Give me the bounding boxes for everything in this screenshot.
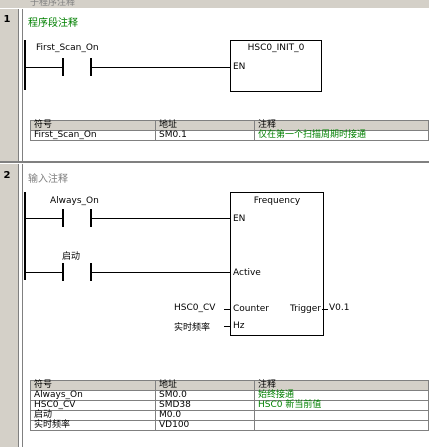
table-row-empty	[31, 141, 429, 151]
network2-trigger-wire	[322, 309, 328, 310]
network2-pin-active: Active	[233, 268, 261, 278]
network2-box-title: Frequency	[253, 196, 301, 206]
network2-rung1-wire-left	[26, 218, 62, 219]
table-row[interactable]: 实时频率 VD100	[30, 420, 429, 431]
network2-rung1-wire-right	[92, 218, 230, 219]
network2-pin-en: EN	[233, 214, 246, 224]
network1-box-title: HSC0_INIT_0	[247, 43, 305, 53]
network2-contact2[interactable]	[62, 263, 92, 281]
network2-pin-trigger: Trigger	[289, 304, 321, 314]
network2-hz-wire	[224, 326, 230, 327]
row-comment	[254, 410, 429, 421]
network2-gutter-line	[22, 164, 23, 447]
network2-symbol-table: 符号 地址 注释 Always_On SM0.0 始终接通 HSC0_CV SM…	[30, 380, 429, 431]
table-row[interactable]: First_Scan_On SM0.1 仅在第一个扫描周期时接通	[30, 130, 429, 141]
network2-counter-input[interactable]: HSC0_CV	[174, 303, 216, 313]
row-comment: HSC0 新当前值	[254, 400, 429, 411]
header-symbol[interactable]: 符号	[30, 380, 156, 391]
network2-hz-input[interactable]: 实时频率	[174, 323, 211, 333]
network1-symbol-table: 符号 地址 注释 First_Scan_On SM0.1 仅在第一个扫描周期时接…	[30, 120, 429, 150]
row-symbol: 实时频率	[30, 420, 156, 431]
row-address: M0.0	[155, 410, 255, 421]
network1-wire-left	[26, 67, 62, 68]
row-address: SMD38	[155, 400, 255, 411]
network-separator	[0, 161, 429, 163]
network2-contact1-label: Always_On	[50, 196, 99, 206]
network2-trigger-output[interactable]: V0.1	[329, 303, 350, 313]
network2-rung2-wire-left	[26, 272, 62, 273]
network1-wire-right	[92, 67, 230, 68]
network1-contact-label: First_Scan_On	[36, 43, 99, 53]
header-symbol[interactable]: 符号	[30, 120, 156, 131]
row-address: VD100	[155, 420, 255, 431]
network1-power-rail	[24, 40, 26, 90]
subroutine-comment-header	[0, 0, 429, 8]
network1-number: 1	[3, 14, 11, 25]
row-address: SM0.1	[155, 130, 255, 141]
header-address[interactable]: 地址	[155, 380, 255, 391]
network2-power-rail	[24, 192, 26, 280]
header-comment[interactable]: 注释	[254, 120, 429, 131]
row-comment: 始终接通	[254, 390, 429, 401]
row-symbol: First_Scan_On	[30, 130, 156, 141]
table-header-row: 符号 地址 注释	[30, 120, 429, 131]
network2-comment[interactable]: 输入注释	[28, 174, 68, 185]
network1-pin-en: EN	[233, 62, 246, 72]
table-row[interactable]: HSC0_CV SMD38 HSC0 新当前值	[30, 400, 429, 411]
network2-function-box[interactable]: Frequency EN Active Counter Hz Trigger	[230, 192, 324, 336]
header-comment[interactable]: 注释	[254, 380, 429, 391]
row-comment	[254, 420, 429, 431]
row-symbol: HSC0_CV	[30, 400, 156, 411]
network2-counter-wire	[224, 309, 230, 310]
network2-number: 2	[3, 170, 11, 181]
network1-gutter-line	[22, 9, 23, 161]
network1-contact[interactable]	[62, 58, 92, 76]
network2-pin-hz: Hz	[233, 321, 245, 331]
network2-pin-counter: Counter	[233, 304, 269, 314]
network1-comment[interactable]: 程序段注释	[28, 18, 78, 29]
network1-function-box[interactable]: HSC0_INIT_0 EN	[230, 40, 322, 92]
header-address[interactable]: 地址	[155, 120, 255, 131]
network2-contact2-label: 启动	[62, 252, 81, 262]
network2-contact1[interactable]	[62, 209, 92, 227]
network2-gutter[interactable]	[0, 164, 19, 447]
table-row[interactable]: Always_On SM0.0 始终接通	[30, 390, 429, 401]
subroutine-comment-text: 子程序注释	[30, 0, 76, 8]
network2-rung2-wire-right	[92, 272, 230, 273]
network1-gutter[interactable]	[0, 9, 19, 161]
row-address: SM0.0	[155, 390, 255, 401]
row-symbol: Always_On	[30, 390, 156, 401]
row-comment: 仅在第一个扫描周期时接通	[254, 130, 429, 141]
row-symbol: 启动	[30, 410, 156, 421]
table-header-row: 符号 地址 注释	[30, 380, 429, 391]
table-row[interactable]: 启动 M0.0	[30, 410, 429, 421]
